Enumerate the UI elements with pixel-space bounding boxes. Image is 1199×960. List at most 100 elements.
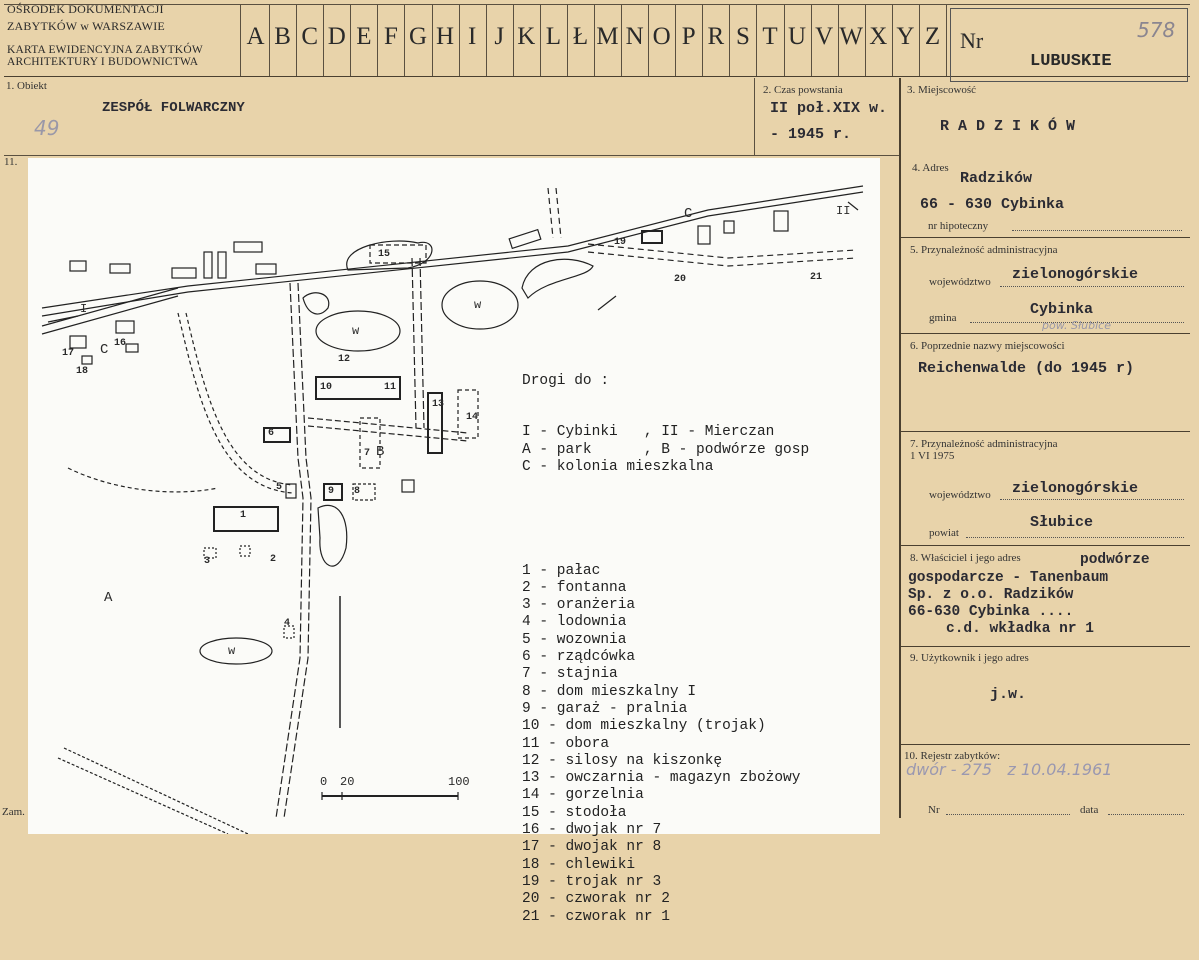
- building-number-label: 8: [354, 486, 361, 497]
- uzytkownik-value: j.w.: [990, 686, 1027, 703]
- wlasciciel-line-2: gospodarcze - Tanenbaum: [908, 570, 1109, 586]
- alphabet-letter: V: [815, 23, 834, 50]
- alphabet-letter: O: [652, 23, 671, 50]
- legend-item: 13 - owczarnia - magazyn zbożowy: [522, 770, 801, 787]
- legend-item: 6 - rządcówka: [522, 649, 636, 666]
- alphabet-letter: M: [596, 23, 619, 50]
- wlasciciel-line-1: podwórze: [1080, 552, 1150, 568]
- alphabet-letter: K: [517, 23, 536, 50]
- legend-item: 10 - dom mieszkalny (trojak): [522, 718, 766, 735]
- area-a-label: A: [104, 590, 113, 606]
- road-ii-label: II: [836, 204, 851, 218]
- scale-label-100: 100: [448, 775, 470, 789]
- sep-5-6: [900, 333, 1190, 334]
- wlasciciel-line-3: Sp. z o.o. Radzików: [908, 587, 1074, 603]
- miejscowosc-value: R A D Z I K Ó W: [940, 118, 1076, 135]
- legend-item: 21 - czworak nr 1: [522, 908, 670, 925]
- legend-item: 2 - fontanna: [522, 579, 627, 596]
- adres-line-2: 66 - 630 Cybinka: [920, 196, 1065, 213]
- powiat-line: [966, 537, 1184, 538]
- alphabet-separator: [296, 4, 298, 76]
- rejestr-handnote: dwór - 275 z 10.04.1961: [906, 760, 1113, 779]
- legend-item: 19 - trojak nr 3: [522, 873, 662, 890]
- alphabet-separator: [269, 4, 271, 76]
- sep-8-9: [900, 646, 1190, 647]
- sep-6-7: [900, 431, 1190, 432]
- alphabet-separator: [864, 4, 866, 76]
- alphabet-letter: X: [869, 23, 888, 50]
- legend-item: 9 - garaż - pralnia: [522, 700, 688, 717]
- building-palace: [213, 506, 279, 532]
- obiekt-value: ZESPÓŁ FOLWARCZNY: [102, 100, 245, 116]
- legend-item: 8 - dom mieszkalny I: [522, 683, 697, 700]
- wlasciciel-label: 8. Właściciel i jego adres: [910, 552, 1021, 564]
- header-bottom-border: [4, 76, 1190, 77]
- alphabet-separator: [458, 4, 460, 76]
- rejestr-data-line: [1108, 814, 1184, 815]
- building-number-label: 17: [62, 348, 75, 359]
- woj75-label: województwo: [929, 489, 991, 501]
- alphabet-letter: I: [467, 23, 477, 50]
- alphabet-separator: [810, 4, 812, 76]
- building-number-label: 15: [378, 249, 391, 260]
- hipoteczny-line: [1012, 230, 1182, 231]
- legend-item: 3 - oranżeria: [522, 597, 636, 614]
- alphabet-letter: Y: [896, 23, 915, 50]
- przyn-label: 5. Przynależność administracyjna: [910, 244, 1058, 256]
- alphabet-letter: J: [494, 23, 505, 50]
- alphabet-letter: Ł: [572, 23, 589, 50]
- map-field-label: 11.: [4, 156, 18, 168]
- pond-label-3: w: [228, 644, 236, 658]
- adres-line-1: Radzików: [960, 170, 1033, 187]
- legend-item: 15 - stodoła: [522, 804, 627, 821]
- alphabet-separator: [756, 4, 758, 76]
- building-number-label: 16: [114, 338, 127, 349]
- przyn75-label-2: 1 VI 1975: [910, 450, 955, 462]
- adres-label: 4. Adres: [912, 162, 949, 174]
- alphabet-letter: L: [545, 23, 562, 50]
- poprz-label: 6. Poprzednie nazwy miejscowości: [910, 340, 1065, 352]
- alphabet-letter: Z: [924, 23, 941, 50]
- wlasciciel-line-5: c.d. wkładka nr 1: [946, 621, 1094, 637]
- alphabet-letter: H: [436, 23, 455, 50]
- alphabet-separator: [702, 4, 704, 76]
- building-number-label: 11: [384, 382, 397, 393]
- sep-4-5: [900, 237, 1190, 238]
- building-number-label: 20: [674, 274, 687, 285]
- legend-item: 17 - dwojak nr 8: [522, 839, 662, 856]
- legend-item: 16 - dwojak nr 7: [522, 822, 662, 839]
- alphabet-separator: [377, 4, 379, 76]
- alphabet-letter: U: [788, 23, 807, 50]
- alphabet-separator: [485, 4, 487, 76]
- building-number-label: 3: [204, 556, 211, 567]
- pond-label-1: w: [352, 324, 360, 338]
- building-number-label: 2: [270, 554, 277, 565]
- alphabet-letter: R: [707, 23, 725, 50]
- gmina-line: [970, 322, 1184, 323]
- czas-line-2: - 1945 r.: [770, 126, 852, 143]
- alphabet-separator: [404, 4, 406, 76]
- powiat-label: powiat: [929, 527, 959, 539]
- area-c2-label: C: [100, 342, 109, 358]
- alphabet-separator: [566, 4, 568, 76]
- building-number-label: 14: [466, 412, 479, 423]
- alphabet-separator: [512, 4, 514, 76]
- legend-item: 1 - pałac: [522, 562, 601, 579]
- scale-label-0: 0: [320, 775, 328, 789]
- alphabet-letter: N: [625, 23, 644, 50]
- right-column-divider: [899, 78, 901, 818]
- building-number-label: 9: [328, 486, 335, 497]
- scale-label-20: 20: [340, 775, 355, 789]
- card-title-line-2: ARCHITEKTURY I BUDOWNICTWA: [7, 56, 199, 68]
- building-number-label: 21: [810, 272, 823, 283]
- gmina-label: gmina: [929, 312, 957, 324]
- row1-divider-a: [754, 78, 755, 155]
- alphabet-letter: W: [839, 23, 864, 50]
- uzytkownik-label: 9. Użytkownik i jego adres: [910, 652, 1029, 664]
- legend-item: 7 - stajnia: [522, 666, 618, 683]
- legend-item: 5 - wozownia: [522, 631, 627, 648]
- rejestr-nr-label: Nr: [928, 804, 940, 816]
- main-road-edge: [41, 191, 864, 317]
